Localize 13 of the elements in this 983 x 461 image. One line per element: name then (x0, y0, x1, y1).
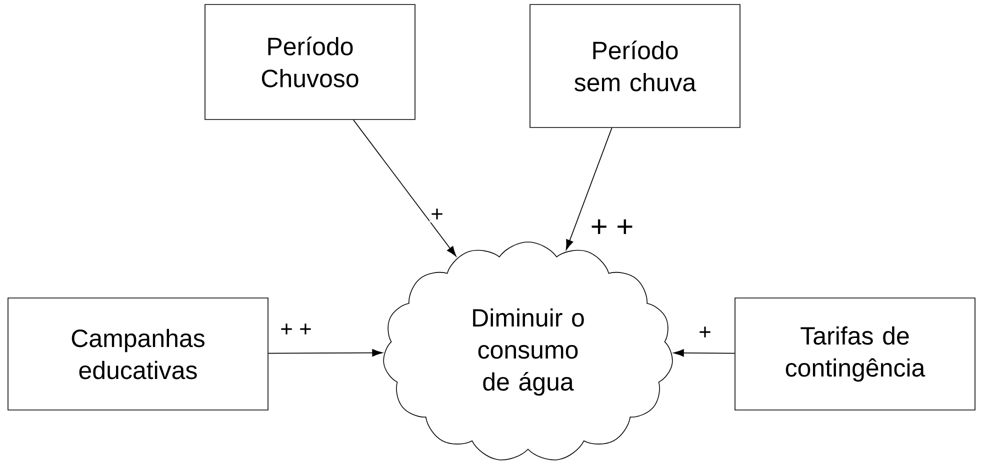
arrow (268, 349, 383, 357)
edge-label: + + (589, 218, 635, 238)
process-box: Tarifas de contingência (734, 298, 976, 410)
process-box: Período sem chuva (530, 4, 740, 128)
goal-cloud: Diminuir o consumo de água (383, 242, 673, 460)
process-box: Período Chuvoso (204, 4, 416, 120)
arrow (674, 349, 736, 357)
edge-label: + (430, 208, 444, 222)
edge-label: + + (279, 322, 313, 338)
process-box: Campanhas educativas (8, 298, 268, 410)
arrow (566, 127, 612, 250)
arrow (352, 119, 456, 256)
edge-label: + (698, 326, 712, 340)
